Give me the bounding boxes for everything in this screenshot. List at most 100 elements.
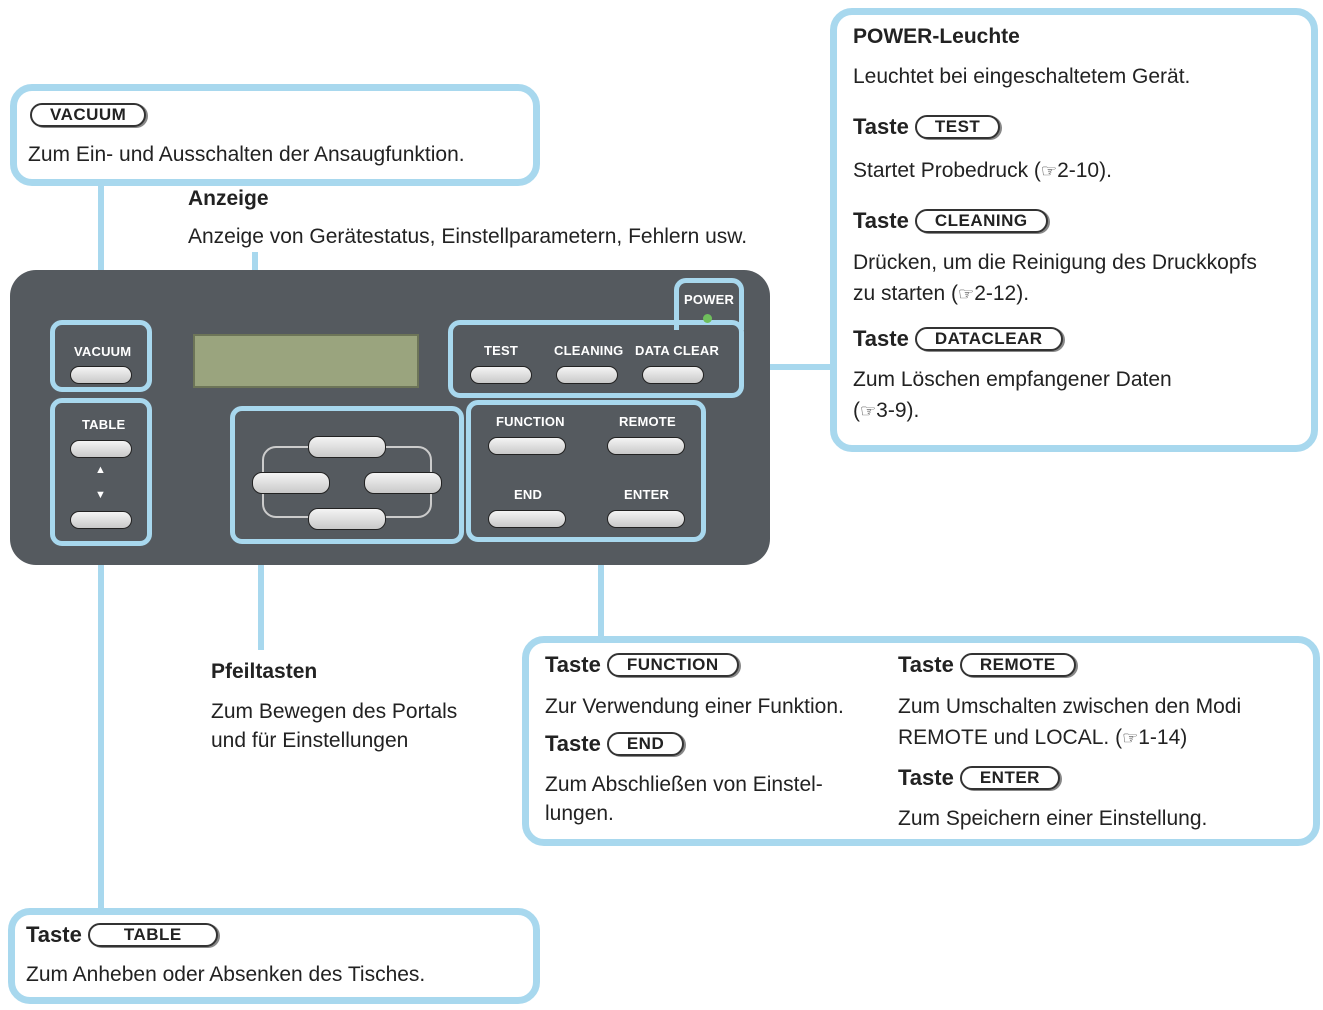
remote-desc2: REMOTE und LOCAL. (: [898, 726, 1123, 749]
power-title: POWER-Leuchte: [853, 25, 1020, 48]
panel-vacuum-label: VACUUM: [74, 344, 132, 359]
panel-cleaning-label: CLEANING: [554, 343, 624, 358]
lcd-display: [193, 334, 419, 388]
cleaning-desc2-row: zu starten (☞2-12).: [853, 279, 1029, 309]
panel-test-label: TEST: [484, 343, 519, 358]
panel-enter-label: ENTER: [624, 487, 670, 502]
remote-key: REMOTE: [959, 653, 1076, 677]
remote-ref: 1-14: [1138, 726, 1181, 749]
table-connector: [98, 545, 104, 915]
pfeil-desc1: Zum Bewegen des Portals: [211, 700, 458, 723]
test-ref: 2-10: [1057, 159, 1100, 182]
test-close: ).: [1099, 159, 1112, 182]
remote-close: ): [1180, 726, 1188, 749]
anzeige-title: Anzeige: [188, 187, 269, 210]
dataclear-desc2-row: (☞3-9).: [853, 396, 919, 426]
end-key: END: [606, 732, 685, 756]
table-desc: Zum Anheben oder Absenken des Tisches.: [26, 963, 426, 986]
enter-taste: Taste: [898, 765, 954, 790]
test-group: [448, 320, 744, 398]
dataclear-taste: Taste: [853, 326, 909, 351]
test-button[interactable]: [470, 366, 532, 384]
table-button-down[interactable]: [70, 511, 132, 529]
power-callout: [830, 8, 1318, 452]
table-taste: Taste: [26, 922, 82, 947]
end-taste: Taste: [545, 731, 601, 756]
anzeige-desc: Anzeige von Gerätestatus, Einstellparame…: [188, 225, 748, 248]
ref-icon: ☞: [1040, 161, 1058, 181]
dataclear-button[interactable]: [642, 366, 704, 384]
function-connector: [598, 540, 604, 640]
power-group: [674, 278, 744, 330]
panel-remote-label: REMOTE: [619, 414, 676, 429]
table-key: TABLE: [87, 923, 218, 947]
arrow-group: [230, 406, 464, 544]
pfeil-title: Pfeiltasten: [211, 660, 318, 683]
arrow-down-button[interactable]: [308, 508, 386, 530]
function-key: FUNCTION: [606, 653, 739, 677]
arrow-up-button[interactable]: [308, 436, 386, 458]
cleaning-close: ).: [1016, 282, 1030, 305]
remote-desc1: Zum Umschalten zwischen den Modi: [898, 695, 1242, 718]
cleaning-key: CLEANING: [914, 209, 1048, 233]
ref-icon: ☞: [860, 401, 877, 421]
panel-power-label: POWER: [684, 292, 735, 307]
end-desc2: lungen.: [545, 802, 614, 825]
panel-table-label: TABLE: [82, 417, 126, 432]
vacuum-key-row: VACUUM: [30, 103, 147, 127]
cleaning-taste: Taste: [853, 208, 909, 233]
ref-icon: ☞: [958, 284, 975, 304]
table-down-icon: ▼: [95, 489, 107, 501]
remote-button[interactable]: [607, 437, 685, 455]
panel-dataclear-label: DATA CLEAR: [635, 343, 720, 358]
test-desc: Startet Probedruck (: [853, 159, 1041, 182]
panel-end-label: END: [514, 487, 543, 502]
cleaning-desc1: Drücken, um die Reinigung des Druckkopfs: [853, 251, 1257, 274]
vacuum-key: VACUUM: [30, 103, 147, 127]
dataclear-desc2: (: [853, 399, 860, 422]
function-desc: Zur Verwendung einer Funktion.: [545, 695, 844, 718]
enter-key: ENTER: [959, 766, 1060, 790]
vacuum-connector: [98, 180, 104, 325]
dataclear-desc1: Zum Löschen empfangener Daten: [853, 368, 1172, 391]
vacuum-group: [50, 320, 152, 392]
arrow-left-button[interactable]: [252, 472, 330, 494]
end-button[interactable]: [488, 510, 566, 528]
enter-button[interactable]: [607, 510, 685, 528]
dataclear-ref: 3-9: [876, 399, 907, 422]
ref-icon: ☞: [1122, 728, 1139, 748]
function-group: [466, 400, 706, 542]
power-connector: [740, 364, 836, 370]
panel-function-label: FUNCTION: [496, 414, 565, 429]
remote-desc2-row: REMOTE und LOCAL. (☞1-14): [898, 723, 1187, 753]
vacuum-callout: [10, 84, 540, 186]
table-button-up[interactable]: [70, 440, 132, 458]
function-taste: Taste: [545, 652, 601, 677]
dataclear-key: DATACLEAR: [914, 327, 1063, 351]
table-up-icon: ▲: [95, 464, 107, 476]
test-desc-row: Startet Probedruck (☞2-10).: [853, 156, 1112, 186]
table-group: [50, 398, 152, 546]
power-desc: Leuchtet bei eingeschaltetem Gerät.: [853, 65, 1191, 88]
cleaning-ref: 2-12: [974, 282, 1017, 305]
test-key: TEST: [914, 115, 1001, 139]
enter-desc: Zum Speichern einer Einstellung.: [898, 807, 1208, 830]
test-taste: Taste: [853, 114, 909, 139]
power-led: [703, 314, 712, 323]
pfeil-desc2: und für Einstellungen: [211, 729, 409, 752]
function-button[interactable]: [488, 437, 566, 455]
vacuum-button[interactable]: [70, 366, 132, 384]
arrow-right-button[interactable]: [364, 472, 442, 494]
dataclear-close: ).: [906, 399, 920, 422]
vacuum-desc: Zum Ein- und Ausschalten der Ansaugfunkt…: [28, 143, 465, 166]
cleaning-desc2: zu starten (: [853, 282, 959, 305]
cleaning-button[interactable]: [556, 366, 618, 384]
